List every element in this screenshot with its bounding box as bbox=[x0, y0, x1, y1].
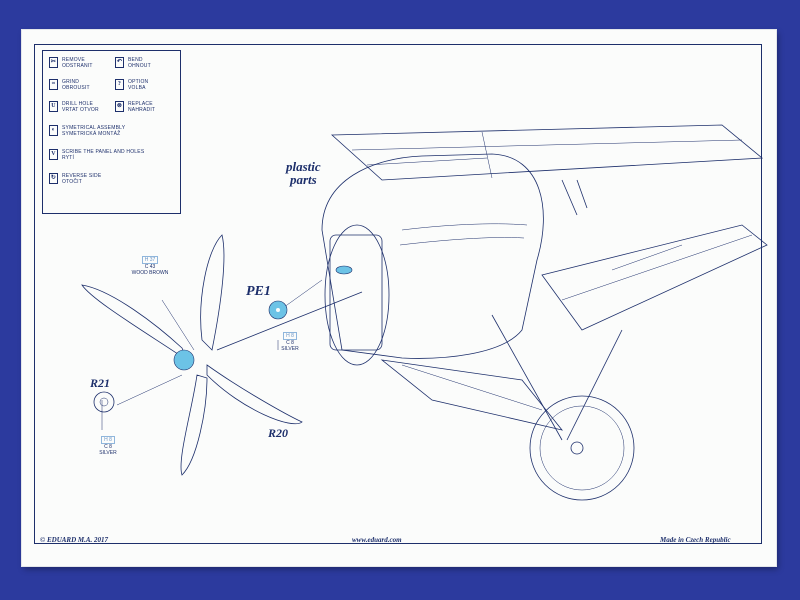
grind-icon: ≈ bbox=[49, 79, 58, 90]
propeller-blade-left bbox=[81, 284, 188, 362]
lower-wing bbox=[541, 224, 768, 331]
replace-icon: ⊗ bbox=[115, 101, 124, 112]
assembly-drawing bbox=[81, 124, 768, 501]
plastic-parts-label: plastic parts bbox=[286, 159, 321, 187]
option-icon: ? bbox=[115, 79, 124, 90]
symetrical-assembly-icon: ◐ bbox=[49, 125, 58, 136]
pe1-label: PE1 bbox=[246, 284, 271, 299]
bend-icon: ↶ bbox=[115, 57, 124, 68]
cowling-front bbox=[324, 224, 390, 366]
engine-cowling bbox=[321, 153, 544, 359]
r21-label: R21 bbox=[90, 376, 111, 390]
scribe-icon: V bbox=[49, 149, 58, 160]
reverse-side-icon: ↻ bbox=[49, 173, 58, 184]
radiator-grille bbox=[329, 234, 383, 351]
landing-wheel bbox=[529, 395, 635, 501]
drill-hole-icon: U bbox=[49, 101, 58, 112]
footer-made-in: Made in Czech Republic bbox=[660, 536, 731, 544]
footer-copyright: © EDUARD M.A. 2017 bbox=[40, 536, 109, 544]
propeller-blade-top bbox=[200, 234, 225, 351]
color-callout-silver-r21: H 8 C 8 SILVER bbox=[99, 436, 117, 456]
propeller-blade-right bbox=[206, 364, 303, 425]
upper-wing bbox=[330, 124, 764, 181]
spinner-part bbox=[173, 349, 195, 371]
remove-icon: ✂ bbox=[49, 57, 58, 68]
color-callout-silver-pe1: H 8 C 8 SILVER bbox=[281, 332, 299, 352]
r21-part bbox=[93, 391, 115, 413]
sheet-frame bbox=[34, 44, 762, 544]
footer-url[interactable]: www.eduard.com bbox=[352, 536, 402, 544]
color-callout-wood: H 37 C 43 WOOD BROWN bbox=[131, 256, 169, 276]
pe-shaft-part bbox=[335, 265, 353, 275]
r20-label: R20 bbox=[268, 426, 289, 440]
propeller-blade-bottom bbox=[180, 374, 208, 476]
